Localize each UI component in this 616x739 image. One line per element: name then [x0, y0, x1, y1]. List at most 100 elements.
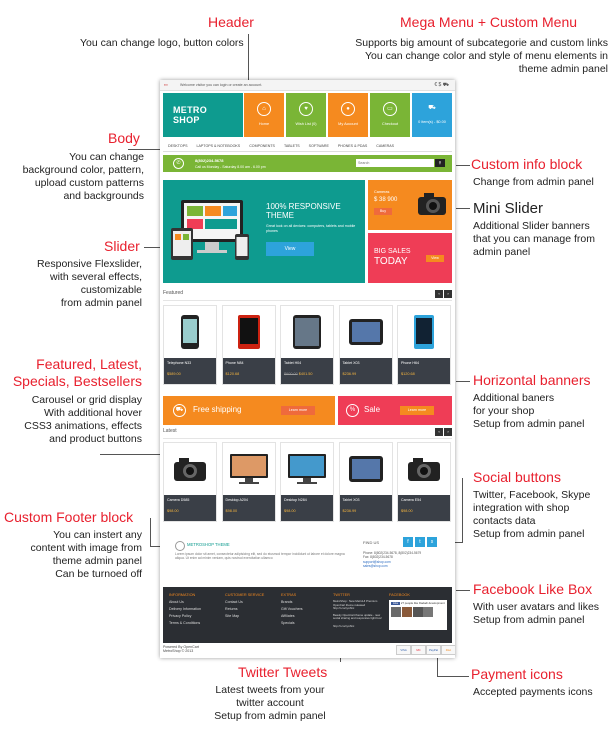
powered-text[interactable]: Powered By OpenCart	[163, 645, 199, 649]
footer-link[interactable]: Contact Us	[225, 600, 243, 604]
avatar[interactable]	[412, 607, 423, 618]
banner-learn-more-button[interactable]: Learn more	[281, 406, 315, 415]
product-name[interactable]: Tablet X03	[342, 498, 360, 502]
contact-email[interactable]: sales@shop.com	[363, 563, 388, 568]
flag-icon[interactable]: ▪▪▪	[164, 83, 168, 87]
product-card[interactable]: Phone H64 $120.68	[397, 305, 451, 385]
product-name[interactable]: Phone H64	[401, 361, 419, 365]
cart-top-icon[interactable]: € $ ⛟	[434, 82, 449, 88]
product-image[interactable]	[227, 447, 271, 491]
banner-learn-more-button[interactable]: Learn more	[400, 406, 434, 415]
annotation-line: You can change	[69, 151, 144, 163]
product-name[interactable]: Desktop N284	[284, 498, 307, 502]
footer-link[interactable]: Brands	[281, 600, 293, 604]
avatar[interactable]	[391, 607, 401, 618]
menu-item[interactable]: LAPTOPS & NOTEBOOKS	[196, 144, 241, 148]
footer-link[interactable]: About Us	[169, 600, 184, 604]
footer-link[interactable]: Privacy Policy	[169, 614, 192, 618]
footer-link[interactable]: Terms & Conditions	[169, 621, 201, 625]
product-card[interactable]: Tablet X03$236.99	[338, 442, 393, 522]
product-card[interactable]: Phone N84$120.68	[221, 305, 276, 385]
product-info: Camera E54$98.00	[398, 495, 450, 521]
menu-item[interactable]: PHONES & PDAS	[337, 144, 368, 148]
next-arrow-icon[interactable]: ›	[444, 428, 452, 436]
avatar[interactable]	[401, 607, 412, 618]
product-name[interactable]: Tablet H04	[284, 361, 302, 365]
annotation-twitter-desc: Latest tweets from your twitter account …	[190, 684, 350, 723]
product-card[interactable]: Tablet H04$600.00 $401.50	[280, 305, 334, 385]
product-image[interactable]	[402, 310, 446, 354]
footer-link[interactable]: Returns	[225, 607, 238, 611]
annotation-line: Setup from admin panel	[473, 418, 585, 430]
mini-slider-sales[interactable]: BIG SALES TODAY View	[368, 233, 452, 283]
product-image[interactable]	[402, 447, 446, 491]
contact-email[interactable]: support@shop.com	[363, 559, 391, 564]
footer-link[interactable]: Gift Vouchers	[281, 607, 303, 611]
facebook-icon[interactable]: f	[403, 537, 413, 547]
footer-link[interactable]: Affiliates	[281, 614, 295, 618]
product-card[interactable]: Desktop N284$98.00	[280, 442, 334, 522]
slider-view-button[interactable]: View	[266, 242, 314, 256]
product-name[interactable]: Tablet X03	[342, 361, 360, 365]
menu-item[interactable]: SOFTWARE	[308, 144, 329, 148]
footer-link[interactable]: Site Map	[225, 614, 240, 618]
product-card[interactable]: Desktop A204$98.00	[221, 442, 276, 522]
annotation-line: for your shop	[473, 405, 535, 417]
tile-label: My Account	[338, 122, 358, 126]
product-image[interactable]	[168, 310, 212, 354]
footer-link[interactable]: Delivery Information	[169, 607, 201, 611]
product-name[interactable]: Desktop A204	[225, 498, 248, 502]
product-image[interactable]	[227, 310, 271, 354]
custom-footer-block: METROSHOP THEME Lorem ipsum dolor sit am…	[163, 537, 452, 583]
banner-sale[interactable]: % Sale Learn more	[338, 396, 452, 425]
search-input[interactable]	[356, 159, 434, 167]
annotation-facebook-title: Facebook Like Box	[473, 581, 593, 597]
banner-free-shipping[interactable]: ⛟ Free shipping Learn more	[163, 396, 335, 425]
connector-line	[150, 518, 151, 546]
prev-arrow-icon[interactable]: ‹	[435, 428, 443, 436]
product-name[interactable]: Camera E54	[401, 498, 422, 502]
next-arrow-icon[interactable]: ›	[444, 290, 452, 298]
search-icon[interactable]: ⚲	[435, 159, 445, 167]
menu-item[interactable]: COMPONENTS	[249, 144, 275, 148]
mini-slider-cameras[interactable]: Cameras $ 38 900 Buy	[368, 180, 452, 230]
footer-link[interactable]: Specials	[281, 621, 295, 625]
annotation-megamenu-title: Mega Menu + Custom Menu	[400, 14, 578, 30]
product-card[interactable]: Camera E54$98.00	[397, 442, 451, 522]
product-name[interactable]: Camera D585	[167, 498, 190, 502]
avatar[interactable]	[423, 607, 434, 618]
menu-item[interactable]: TABLETS	[283, 144, 300, 148]
product-card[interactable]: Camera D585$98.00	[163, 442, 217, 522]
annotation-line: Additional baners	[473, 392, 555, 404]
product-name[interactable]: Telephone N33	[167, 361, 192, 365]
tweet-link[interactable]: http://t.co/xyzAbc	[333, 623, 355, 628]
tile-account[interactable]: ● My Account	[328, 93, 368, 137]
tile-cart[interactable]: ⛟ 0 item(s) - $0.00	[412, 93, 452, 137]
product-image[interactable]	[344, 310, 388, 354]
product-image[interactable]	[168, 447, 212, 491]
skype-icon[interactable]: s	[427, 537, 437, 547]
annotation-line: with several effects,	[49, 271, 142, 283]
menu-item[interactable]: DESKTOPS	[168, 144, 188, 148]
menu-item[interactable]: CAMERAS	[376, 144, 395, 148]
mini-buy-button[interactable]: Buy	[374, 208, 392, 215]
prev-arrow-icon[interactable]: ‹	[435, 290, 443, 298]
annotation-megamenu-desc: Supports big amount of subcategorie and …	[300, 37, 608, 76]
product-name[interactable]: Phone N84	[225, 361, 244, 365]
logo[interactable]: METRO SHOP	[163, 93, 243, 137]
product-price: $120.68	[401, 372, 415, 376]
slider[interactable]: 100% RESPONSIVE THEME Great look on all …	[163, 180, 365, 283]
twitter-icon[interactable]: t	[415, 537, 425, 547]
product-card[interactable]: Telephone N33$589.00	[163, 305, 217, 385]
product-image[interactable]	[344, 447, 388, 491]
footer-col-facebook: FACEBOOK Like 27 people like Dadadi deve…	[389, 593, 447, 633]
home-icon: ⌂	[257, 102, 271, 116]
mini-view-button[interactable]: View	[426, 255, 444, 262]
tile-home[interactable]: ⌂ Home	[244, 93, 284, 137]
tile-wishlist[interactable]: ♥ Wish List (0)	[286, 93, 326, 137]
product-card[interactable]: Tablet X03$236.99	[338, 305, 393, 385]
facebook-like-button[interactable]: Like	[391, 601, 401, 606]
product-image[interactable]	[285, 447, 329, 491]
product-image[interactable]	[285, 310, 329, 354]
tile-checkout[interactable]: ▭ Checkout	[370, 93, 410, 137]
